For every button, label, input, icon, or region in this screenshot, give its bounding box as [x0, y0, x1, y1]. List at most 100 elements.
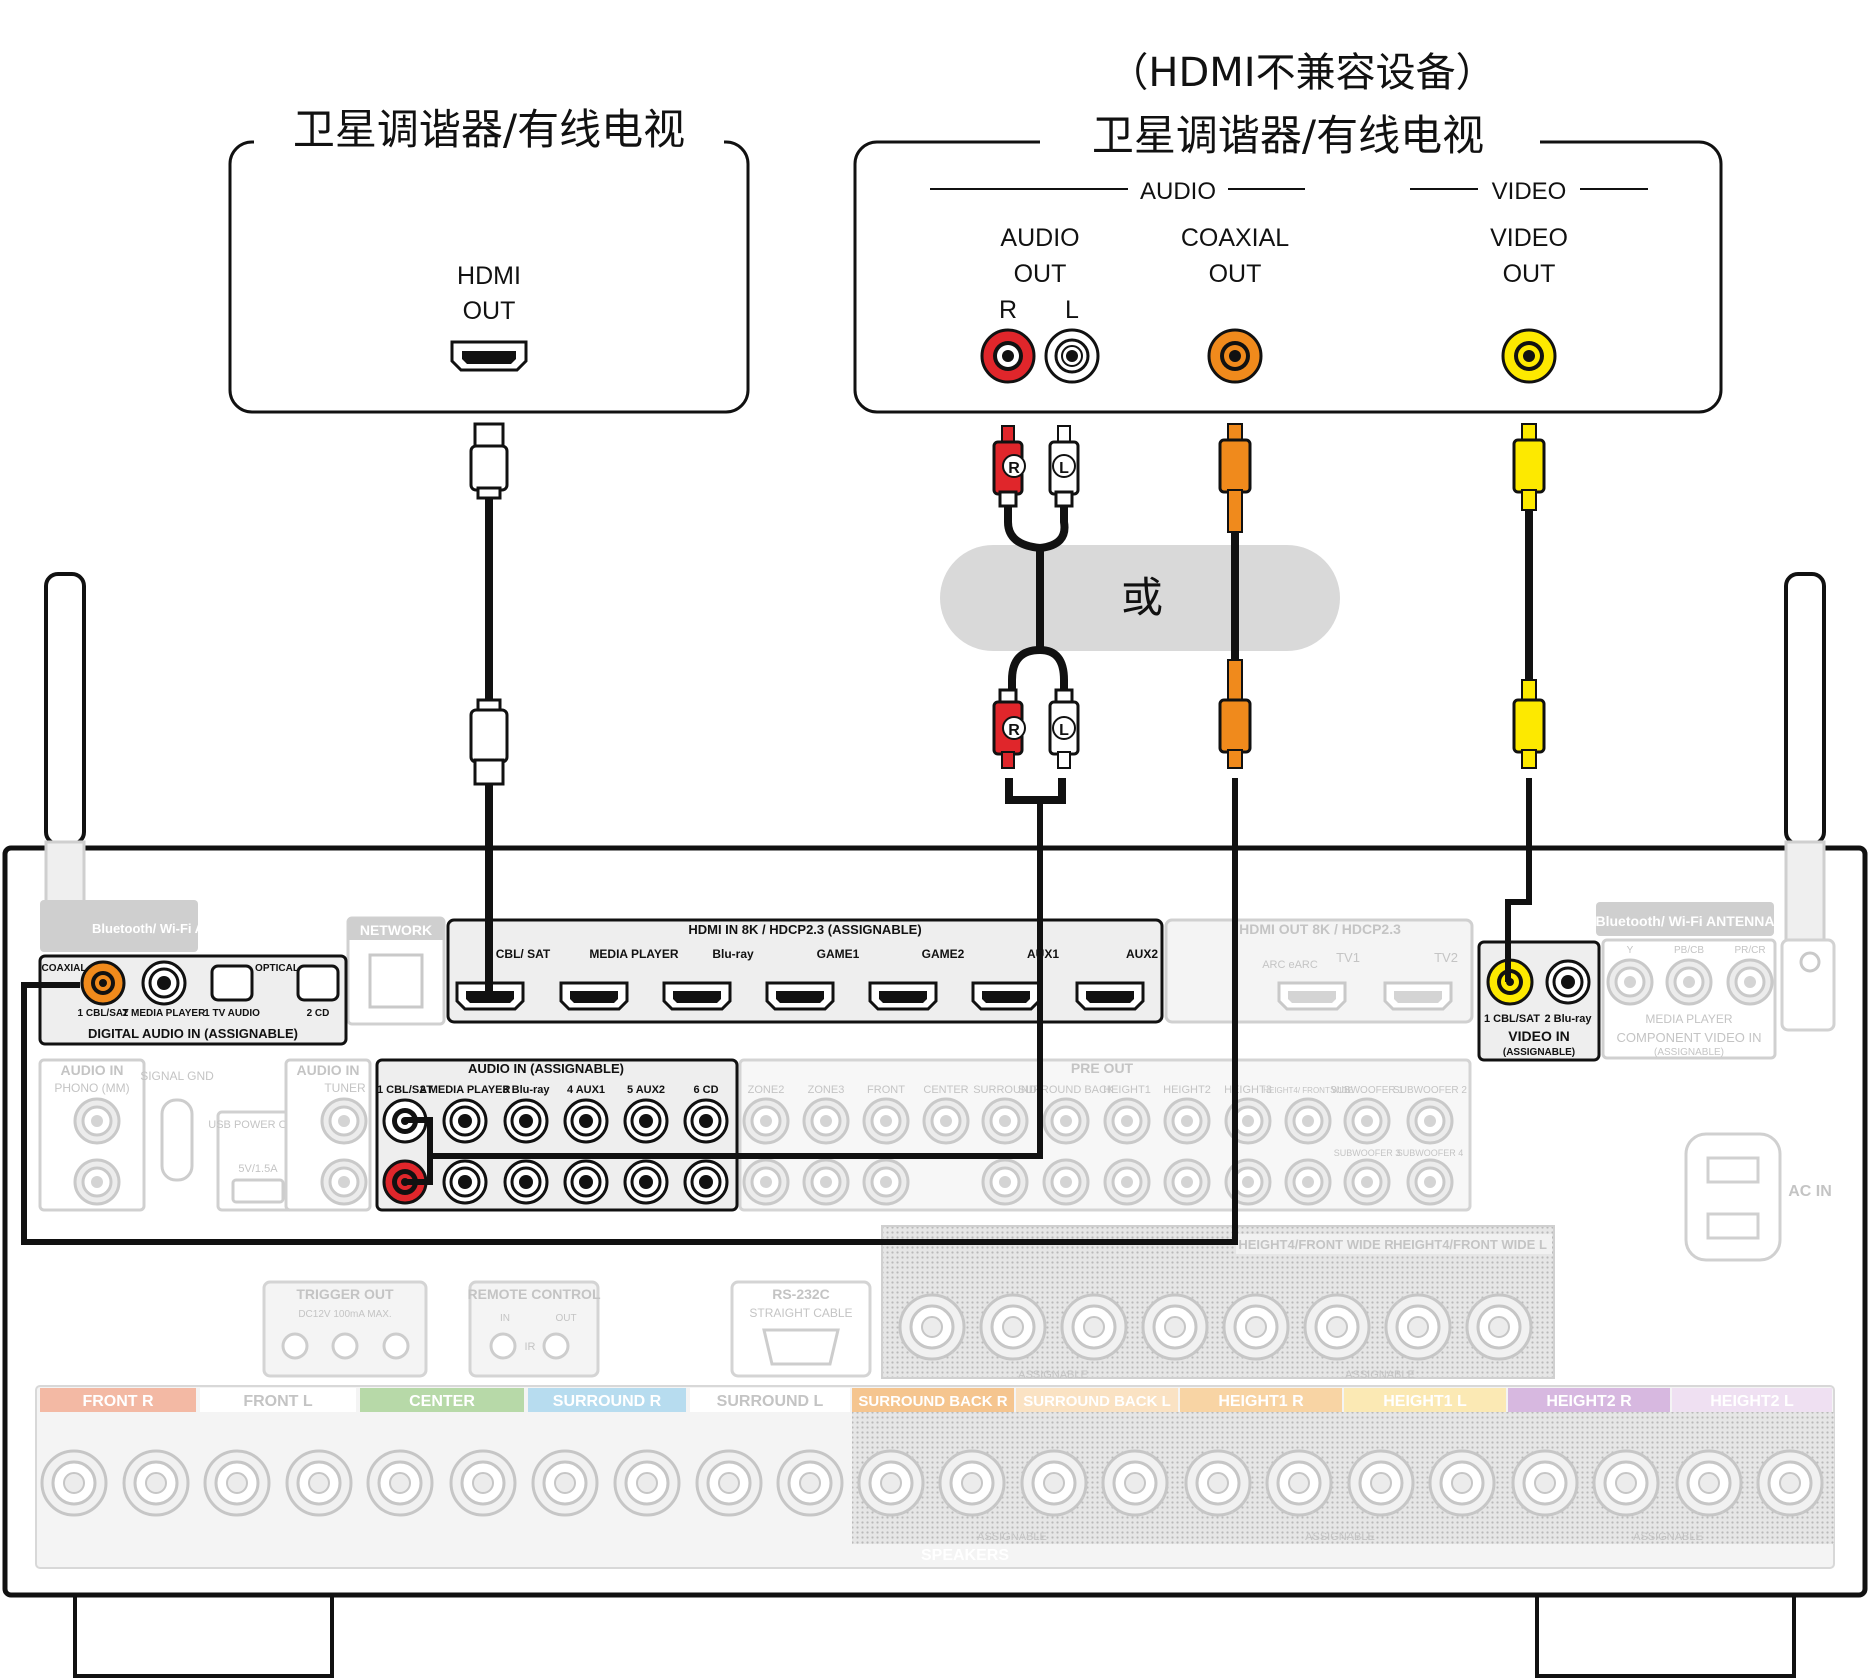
hdmi-input-labels: CBL/ SAT MEDIA PLAYER Blu-ray GAME1 GAME…: [496, 947, 1159, 961]
video-in-label: VIDEO IN: [1508, 1028, 1569, 1044]
audio-in-6-label: 6 CD: [693, 1084, 718, 1096]
audio-in-3-r-jack[interactable]: [503, 1159, 549, 1205]
remote-jacks[interactable]: [489, 1332, 570, 1360]
digital-label-1: 1 CBL/SAT: [78, 1008, 129, 1019]
pre-sub3-label: SUBWOOFER 3: [1334, 1148, 1401, 1158]
component-jacks[interactable]: [1606, 958, 1774, 1006]
audio-in-4-l-jack[interactable]: [563, 1098, 609, 1144]
bt-antenna-left-label: Bluetooth/ Wi-Fi ANTENNA: [92, 921, 259, 936]
speaker-color-bands: [40, 1388, 1832, 1412]
video-in-1-label: 1 CBL/SAT: [1484, 1013, 1540, 1025]
digital-label-3: 1 TV AUDIO: [204, 1008, 260, 1019]
digital-label-2: 2 MEDIA PLAYER: [123, 1008, 206, 1019]
hdmi-out-tv2-label: TV2: [1434, 950, 1458, 965]
spk-height2-l-label: HEIGHT2 L: [1710, 1393, 1794, 1410]
tuner-r-jack[interactable]: [320, 1158, 368, 1206]
trigger-label: TRIGGER OUT: [296, 1286, 394, 1302]
hdmi-in-4-port[interactable]: [765, 981, 835, 1011]
right-device: （HDMI不兼容设备） 卫星调谐器/有线电视 AUDIO VIDEO AUDIO…: [853, 50, 1723, 414]
audio-in-2-r-jack[interactable]: [442, 1159, 488, 1205]
hdmi-in-4-label: GAME1: [817, 947, 860, 961]
hdmi-out-tv2-port[interactable]: [1383, 981, 1453, 1011]
coaxial-out-label-2: OUT: [1209, 260, 1262, 288]
hdmi-in-5-port[interactable]: [868, 981, 938, 1011]
remote-in-label: IN: [500, 1313, 510, 1324]
pre-height2-label: HEIGHT2: [1163, 1084, 1211, 1096]
spk-surround-back-r-label: SURROUND BACK R: [858, 1393, 1007, 1410]
pre-height1-label: HEIGHT1: [1103, 1084, 1151, 1096]
pre-surround-back-label: SURROUND BACK: [1018, 1084, 1115, 1096]
coaxial-out-jack[interactable]: [1207, 328, 1263, 384]
spk-front-l-label: FRONT L: [243, 1393, 313, 1410]
trigger-jacks[interactable]: [281, 1332, 410, 1360]
coaxial-out-label-1: COAXIAL: [1181, 224, 1289, 252]
signal-gnd-terminal[interactable]: [160, 1098, 194, 1182]
l-label: L: [1065, 296, 1079, 324]
bt-antenna-right-label: Bluetooth/ Wi-Fi ANTENNA: [1596, 913, 1775, 929]
hdmi-out-tv1-label: TV1: [1336, 950, 1360, 965]
signal-gnd-label: SIGNAL GND: [140, 1069, 214, 1083]
pre-sub1-label: SUBWOOFER 1: [1330, 1085, 1404, 1096]
hdmi-in-5-label: GAME2: [922, 947, 965, 961]
usb-rating-label: 5V/1.5A: [238, 1163, 278, 1175]
hdmi-cable: [469, 422, 509, 996]
assignable-label-upper-2: ASSIGNABLE: [1345, 1369, 1415, 1381]
phono-l-jack[interactable]: [73, 1097, 121, 1145]
tuner-audio-in-header: AUDIO IN: [297, 1062, 360, 1078]
plug-r-top: R: [1008, 460, 1020, 477]
audio-in-1-label: 1 CBL/SAT: [377, 1084, 433, 1096]
rs232-label: RS-232C: [772, 1286, 830, 1302]
audio-in-2-label: 2 MEDIA PLAYER: [420, 1084, 511, 1096]
plug-l-top: L: [1059, 460, 1069, 477]
tuner-l-jack[interactable]: [320, 1097, 368, 1145]
audio-in-5-r-jack[interactable]: [623, 1159, 669, 1205]
height4-r-label: HEIGHT4/FRONT WIDE R: [1238, 1237, 1394, 1252]
audio-in-3-label: 3 Blu-ray: [502, 1084, 550, 1096]
height4-l-label: HEIGHT4/FRONT WIDE L: [1393, 1237, 1547, 1252]
ac-inlet[interactable]: [1684, 1132, 1782, 1262]
band-height2-r: [1508, 1388, 1670, 1412]
band-surround-r: [528, 1388, 686, 1412]
component-assignable-label: (ASSIGNABLE): [1654, 1047, 1724, 1058]
video-out-label-1: VIDEO: [1490, 224, 1568, 252]
rs232-port[interactable]: [762, 1328, 840, 1366]
audio-in-3-l-jack[interactable]: [503, 1098, 549, 1144]
spk-center-label: CENTER: [409, 1393, 475, 1410]
remote-control-label: REMOTE CONTROL: [468, 1286, 601, 1302]
hdmi-in-3-port[interactable]: [662, 981, 732, 1011]
optical-2-port[interactable]: [296, 964, 340, 1002]
hdmi-out-tv1-port[interactable]: [1277, 981, 1347, 1011]
band-height2-l: [1672, 1388, 1832, 1412]
digital-coax-1-jack[interactable]: [80, 960, 126, 1006]
hdmi-in-3-label: Blu-ray: [712, 947, 754, 961]
audio-in-6-r-jack[interactable]: [683, 1159, 729, 1205]
audio-in-2-l-jack[interactable]: [442, 1098, 488, 1144]
pre-height4-label: HEIGHT4/ FRONT WIDE: [1263, 1086, 1353, 1095]
hdmi-in-7-port[interactable]: [1075, 981, 1145, 1011]
hdmi-in-1-label: CBL/ SAT: [496, 947, 551, 961]
band-center: [360, 1388, 524, 1412]
hdmi-in-6-label: AUX1: [1027, 947, 1059, 961]
audio-in-4-r-jack[interactable]: [563, 1159, 609, 1205]
audio-in-6-l-jack[interactable]: [683, 1098, 729, 1144]
optical-1-port[interactable]: [210, 964, 254, 1002]
audio-out-label-1: AUDIO: [1000, 224, 1079, 252]
hdmi-in-6-port[interactable]: [971, 981, 1041, 1011]
remote-ir-label: IR: [525, 1341, 536, 1353]
audio-out-l-jack[interactable]: [1044, 328, 1100, 384]
digital-coax-2-jack[interactable]: [141, 960, 187, 1006]
video-in-2-jack[interactable]: [1545, 959, 1591, 1005]
hdmi-incompatible-note: （HDMI不兼容设备）: [1108, 50, 1495, 96]
audio-group-label: AUDIO: [1140, 178, 1216, 205]
or-bubble: 或: [940, 545, 1340, 651]
usb-port[interactable]: [231, 1178, 285, 1204]
audio-out-r-jack[interactable]: [980, 328, 1036, 384]
video-out-jack[interactable]: [1501, 328, 1557, 384]
hdmi-in-2-port[interactable]: [559, 981, 629, 1011]
hdmi-out-port[interactable]: [450, 340, 528, 372]
zone3-label: ZONE3: [808, 1084, 845, 1096]
network-port[interactable]: [368, 953, 424, 1009]
audio-in-5-l-jack[interactable]: [623, 1098, 669, 1144]
phono-r-jack[interactable]: [73, 1158, 121, 1206]
spk-surround-l-label: SURROUND L: [717, 1393, 824, 1410]
